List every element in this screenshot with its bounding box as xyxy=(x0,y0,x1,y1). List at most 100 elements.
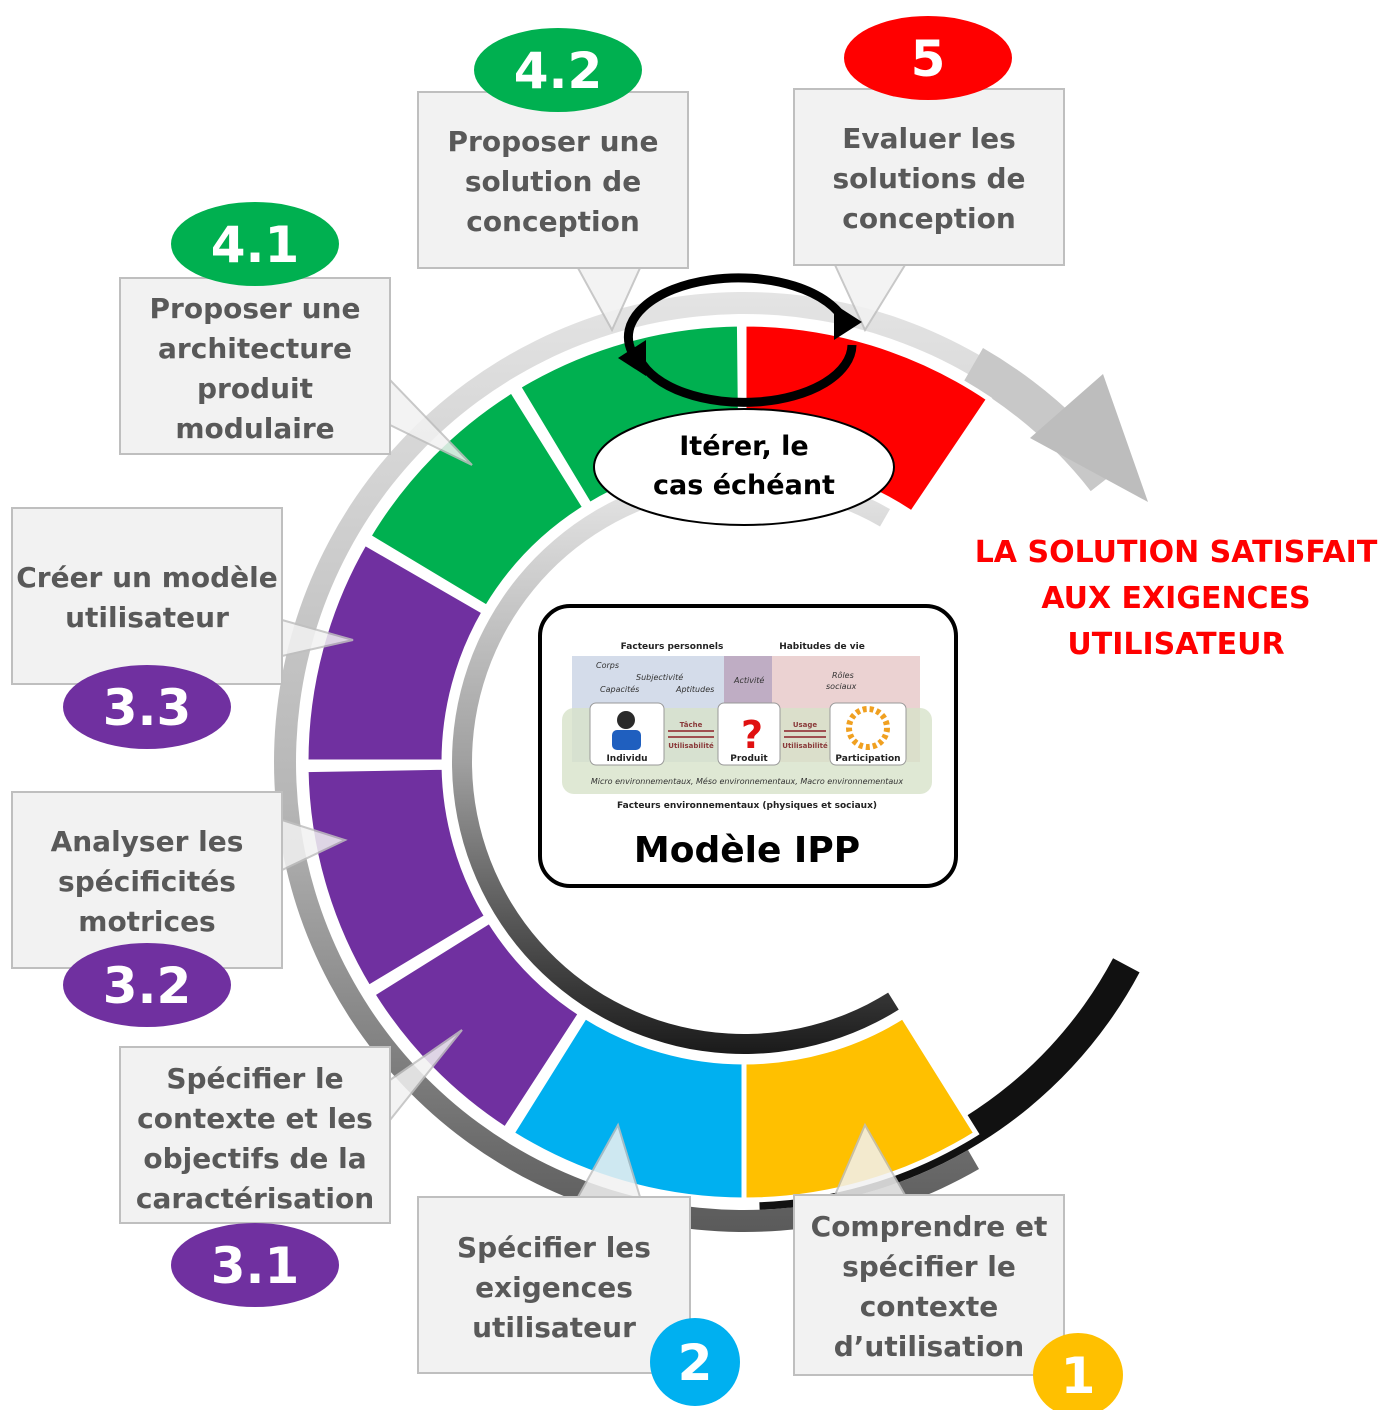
callout-text-3-1-line1: Spécifier le xyxy=(166,1062,343,1095)
ipp-product-card xyxy=(717,702,781,766)
cycle-arrow-bottom xyxy=(636,344,857,407)
callout-box-1 xyxy=(793,1194,1065,1376)
callout-pointer-3-1 xyxy=(389,1029,463,1123)
ipp-task: Tâche xyxy=(680,721,703,729)
segment-3-1 xyxy=(369,917,585,1133)
callout-step-5: Evaluer les solutions de conception 5 xyxy=(793,16,1065,333)
callout-text-3-3-line2: utilisateur xyxy=(65,601,229,634)
callout-text-1-line1: Comprendre et xyxy=(811,1210,1048,1243)
callout-text-1-line4: d’utilisation xyxy=(834,1330,1025,1363)
person-body-icon xyxy=(612,730,641,750)
callout-pointer-3-3 xyxy=(281,618,354,658)
callout-pointer-4-2 xyxy=(576,267,642,333)
callout-box-2 xyxy=(417,1196,691,1374)
callout-text-3-2-line3: motrices xyxy=(78,905,215,938)
callout-step-3-2: Analyser les spécificités motrices 3.2 xyxy=(11,791,348,1027)
callout-pointer-3-2 xyxy=(281,818,348,872)
step-badge-label-1: 1 xyxy=(1061,1347,1096,1405)
callout-step-2: Spécifier les exigences utilisateur 2 xyxy=(417,1122,740,1406)
callout-text-5-line1: Evaluer les xyxy=(842,122,1016,155)
ipp-capacities: Capacités xyxy=(600,684,639,694)
callout-text-1-line3: contexte xyxy=(860,1290,999,1323)
outcome-statement: LA SOLUTION SATISFAIT AUX EXIGENCES UTIL… xyxy=(975,535,1378,662)
callout-text-3-2-line1: Analyser les xyxy=(51,825,244,858)
step-badge-2 xyxy=(650,1318,740,1406)
step-badge-4-2 xyxy=(474,28,642,112)
callout-text-2-line1: Spécifier les xyxy=(457,1231,651,1264)
ipp-usage: Usage xyxy=(793,721,818,729)
iterate-label-line2: cas échéant xyxy=(653,470,835,501)
segment-3-2 xyxy=(303,764,491,992)
ipp-personal-factors: Facteurs personnels xyxy=(621,642,724,652)
ipp-individual: Individu xyxy=(606,754,647,764)
iterate-label-line1: Itérer, le xyxy=(679,431,808,462)
callout-text-5-line3: conception xyxy=(842,202,1016,235)
ipp-aptitudes: Aptitudes xyxy=(675,685,714,694)
ipp-social-roles-2: sociaux xyxy=(826,682,857,691)
callout-pointer-2 xyxy=(576,1122,642,1198)
callout-text-3-1-line4: caractérisation xyxy=(136,1182,374,1215)
ipp-participation: Participation xyxy=(835,754,900,764)
outcome-line2: AUX EXIGENCES xyxy=(1041,581,1310,616)
segment-2 xyxy=(508,1012,747,1203)
step-callouts: Comprendre et spécifier le contexte d’utili… xyxy=(11,16,1123,1410)
step-badge-label-5: 5 xyxy=(911,30,946,88)
callout-box-3-3 xyxy=(11,507,283,685)
ipp-model-card: Facteurs personnels Habitudes de vie Cor… xyxy=(538,604,958,888)
callout-text-4-2-line1: Proposer une xyxy=(448,125,659,158)
callout-text-2-line2: exigences xyxy=(475,1271,633,1304)
ipp-usability-2: Utilisabilité xyxy=(782,742,828,750)
person-head-icon xyxy=(617,711,635,729)
step-badge-3-3 xyxy=(63,665,231,749)
ipp-social-roles-1: Rôles xyxy=(832,670,854,680)
ipp-model-title: Modèle IPP xyxy=(634,830,860,871)
iterate-cycle: Itérer, le cas échéant xyxy=(593,273,895,526)
callout-text-4-1-line2: architecture xyxy=(158,332,352,365)
callout-box-5 xyxy=(793,88,1065,266)
callout-text-3-1-line2: contexte et les xyxy=(137,1102,373,1135)
callout-text-3-3-line1: Créer un modèle xyxy=(16,561,278,594)
step-badge-label-3-2: 3.2 xyxy=(103,957,192,1015)
ipp-subjectivity: Subjectivité xyxy=(636,672,683,682)
ipp-life-habits: Habitudes de vie xyxy=(779,642,865,652)
ipp-usability-1: Utilisabilité xyxy=(668,742,714,750)
callout-box-3-2 xyxy=(11,791,283,969)
callout-step-4-1: Proposer unearchitectureproduitmodulaire… xyxy=(119,202,473,466)
exit-arrow xyxy=(964,348,1148,502)
segment-4-1 xyxy=(365,387,589,611)
step-badge-3-2 xyxy=(63,943,231,1027)
callout-text-4-2-line3: conception xyxy=(466,205,640,238)
callout-pointer-4-1 xyxy=(389,377,473,466)
iterate-oval xyxy=(593,408,895,526)
ipp-product: Produit xyxy=(730,754,768,764)
step-badge-label-4-1: 4.1 xyxy=(211,216,300,274)
people-circle-icon xyxy=(846,706,890,750)
callout-text-3-2-line2: spécificités xyxy=(58,865,236,898)
segment-3-3 xyxy=(303,539,488,765)
ipp-participation-card xyxy=(829,702,907,766)
step-segments xyxy=(303,321,993,1203)
ipp-environmental-factors: Facteurs environnementaux (physiques et … xyxy=(617,801,877,811)
callout-text-4-1-line4: modulaire xyxy=(175,412,334,445)
callout-pointer-5 xyxy=(833,264,907,333)
callout-text-5-line2: solutions de xyxy=(832,162,1025,195)
outcome-line3: UTILISATEUR xyxy=(1067,627,1284,662)
step-badge-4-1 xyxy=(171,202,339,286)
cycle-arrowhead-left xyxy=(618,340,646,376)
ipp-activity: Activité xyxy=(733,675,764,685)
step-badge-5 xyxy=(844,16,1012,100)
ipp-body: Corps xyxy=(596,661,619,670)
callout-text-2-line3: utilisateur xyxy=(472,1311,636,1344)
step-badge-label-2: 2 xyxy=(678,1334,713,1392)
question-mark-icon: ? xyxy=(741,713,763,757)
step-badge-1 xyxy=(1033,1333,1123,1410)
callout-text-1-line2: spécifier le xyxy=(842,1250,1016,1283)
callout-text-4-2-line2: solution de xyxy=(465,165,641,198)
callout-step-1: Comprendre et spécifier le contexte d’utili… xyxy=(793,1122,1123,1410)
ipp-environments: Micro environnementaux, Méso environneme… xyxy=(591,776,904,786)
callout-text-4-1-line3: produit xyxy=(197,372,313,405)
